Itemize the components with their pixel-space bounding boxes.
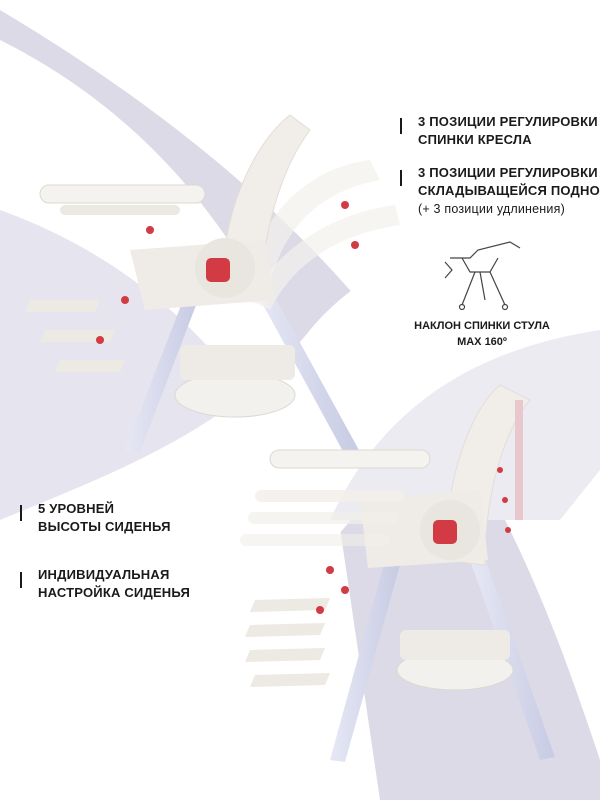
feature-backrest-positions: 3 ПОЗИЦИИ РЕГУЛИРОВКИ СПИНКИ КРЕСЛА (418, 113, 598, 149)
feature-seat-height: 5 УРОВНЕЙ ВЫСОТЫ СИДЕНЬЯ (38, 500, 171, 536)
bottom-chair-illustration (240, 384, 555, 762)
feature-custom-line2: НАСТРОЙКА СИДЕНЬЯ (38, 585, 190, 600)
feature-height-line1: 5 УРОВНЕЙ (38, 501, 115, 516)
feature-custom-seat: ИНДИВИДУАЛЬНАЯ НАСТРОЙКА СИДЕНЬЯ (38, 566, 190, 602)
swoosh-band (0, 10, 600, 800)
highchair-recline-icon (444, 241, 521, 311)
feature-footrest-line2: СКЛАДЫВАЩЕЙСЯ ПОДНОЖКИ (418, 183, 600, 198)
feature-recline-caption: НАКЛОН СПИНКИ СТУЛА MAX 160º (412, 318, 552, 350)
feature-recline-line2: MAX 160º (457, 336, 507, 348)
bullet-marker (20, 572, 22, 588)
bullet-marker (400, 118, 402, 134)
feature-custom-line1: ИНДИВИДУАЛЬНАЯ (38, 567, 170, 582)
bullet-marker (20, 505, 22, 521)
feature-backrest-line1: 3 ПОЗИЦИИ РЕГУЛИРОВКИ (418, 114, 598, 129)
bullet-marker (400, 170, 402, 186)
feature-recline-line1: НАКЛОН СПИНКИ СТУЛА (414, 320, 550, 332)
feature-footrest-line3: (+ 3 позиции удлинения) (418, 202, 565, 216)
feature-height-line2: ВЫСОТЫ СИДЕНЬЯ (38, 519, 171, 534)
top-chair-illustration (25, 114, 400, 455)
feature-backrest-line2: СПИНКИ КРЕСЛА (418, 132, 532, 147)
swoosh-band-lower (0, 210, 600, 800)
feature-footrest-line1: 3 ПОЗИЦИИ РЕГУЛИРОВКИ (418, 165, 598, 180)
feature-footrest-positions: 3 ПОЗИЦИИ РЕГУЛИРОВКИ СКЛАДЫВАЩЕЙСЯ ПОДН… (418, 164, 600, 218)
